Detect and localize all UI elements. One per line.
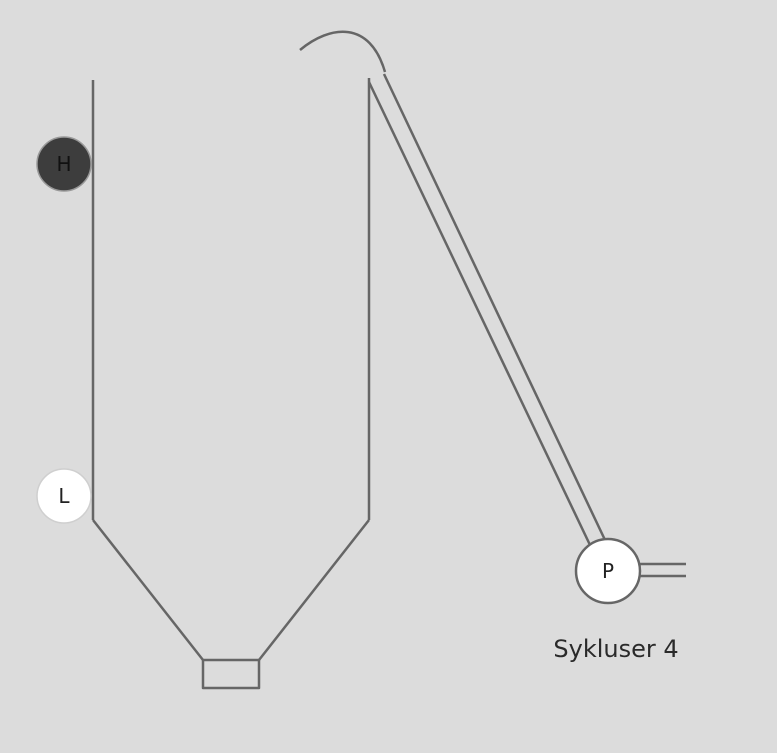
high-level-indicator bbox=[36, 136, 92, 192]
low-level-sensor[interactable]: L bbox=[36, 468, 92, 524]
unit-caption: Sykluser 4 bbox=[553, 635, 678, 663]
feed-pipe-line-outer bbox=[382, 73, 607, 541]
high-level-label: H bbox=[56, 152, 71, 176]
silo bbox=[91, 78, 371, 690]
feed-pipe-line-inner bbox=[367, 81, 592, 546]
low-level-label: L bbox=[58, 484, 70, 508]
pump-circle bbox=[574, 537, 642, 605]
feed-pipe bbox=[367, 73, 607, 546]
high-level-sensor[interactable]: H bbox=[36, 136, 92, 192]
low-level-indicator bbox=[36, 468, 92, 524]
pump-label: P bbox=[602, 559, 614, 583]
silo-cone-right bbox=[258, 519, 370, 661]
pump[interactable]: P bbox=[574, 537, 642, 605]
silo-outlet bbox=[201, 658, 261, 690]
silo-cone-left bbox=[92, 519, 204, 661]
pump-outlet-pipe bbox=[640, 562, 686, 578]
inlet-hook bbox=[299, 30, 387, 73]
